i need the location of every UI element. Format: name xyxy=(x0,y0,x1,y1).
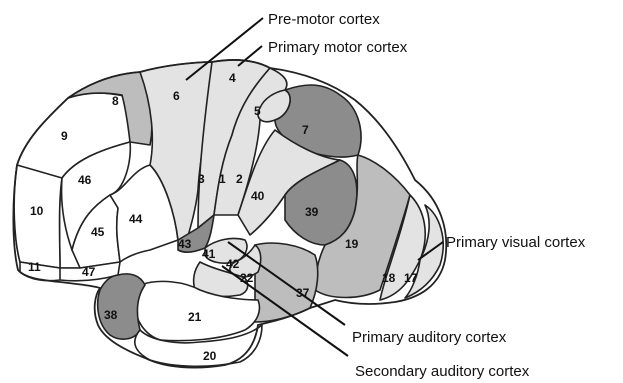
secondary-auditory-label: Secondary auditory cortex xyxy=(355,363,530,380)
brain-regions xyxy=(14,60,443,366)
area-21-label: 21 xyxy=(188,310,202,324)
area-5-label: 5 xyxy=(254,104,261,118)
area-2-label: 2 xyxy=(236,172,243,186)
area-38-region xyxy=(98,274,145,339)
primary-motor-label: Primary motor cortex xyxy=(268,39,408,56)
area-1-label: 1 xyxy=(219,172,226,186)
area-41-label: 41 xyxy=(202,247,216,261)
area-9-label: 9 xyxy=(61,129,68,143)
area-37-label: 37 xyxy=(296,286,310,300)
area-44-label: 44 xyxy=(129,212,143,226)
area-17-label: 17 xyxy=(404,271,418,285)
area-46-label: 46 xyxy=(78,173,92,187)
area-20-label: 20 xyxy=(203,349,217,363)
area-8-label: 8 xyxy=(112,94,119,108)
area-10-label: 10 xyxy=(30,204,44,218)
primary-auditory-label: Primary auditory cortex xyxy=(352,329,507,346)
area-7-label: 7 xyxy=(302,123,309,137)
primary-visual-label: Primary visual cortex xyxy=(446,234,586,251)
area-40-label: 40 xyxy=(251,189,265,203)
area-11-label: 11 xyxy=(28,260,41,274)
area-39-label: 39 xyxy=(305,205,319,219)
area-18-label: 18 xyxy=(382,271,396,285)
premotor-label: Pre-motor cortex xyxy=(268,11,380,28)
area-3-label: 3 xyxy=(198,172,205,186)
area-45-label: 45 xyxy=(91,225,105,239)
area-38-label: 38 xyxy=(104,308,118,322)
area-47-label: 47 xyxy=(82,265,96,279)
area-43-label: 43 xyxy=(178,237,192,251)
area-42-label: 42 xyxy=(226,257,240,271)
area-4-label: 4 xyxy=(229,71,236,85)
area-22-label: 22 xyxy=(240,271,254,285)
area-6-label: 6 xyxy=(173,89,180,103)
area-19-label: 19 xyxy=(345,237,359,251)
